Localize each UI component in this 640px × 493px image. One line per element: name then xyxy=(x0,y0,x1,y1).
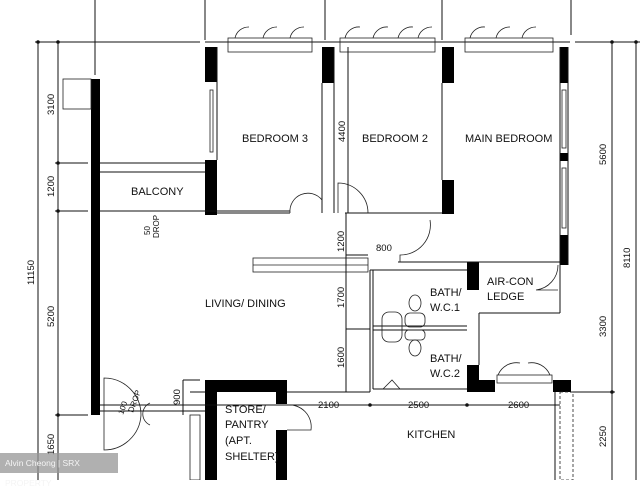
room-balcony: BALCONY xyxy=(131,186,184,198)
dim-5200: 5200 xyxy=(46,306,57,327)
dim-1700: 1700 xyxy=(336,287,347,308)
dim-5600: 5600 xyxy=(598,144,609,165)
room-store-line3: (APT. xyxy=(225,435,252,447)
balcony-drop-value: 50 xyxy=(143,226,152,235)
room-bath-1-line2: W.C.1 xyxy=(430,302,460,314)
sanitary-fittings xyxy=(381,294,426,357)
dim-3100: 3100 xyxy=(46,94,57,115)
dim-2500: 2500 xyxy=(408,400,429,411)
interior-dimension-lines xyxy=(100,47,560,415)
dim-1600: 1600 xyxy=(336,347,347,368)
room-bedroom-3: BEDROOM 3 xyxy=(242,133,308,145)
room-aircon-ledge-line1: AIR-CON xyxy=(487,276,534,288)
room-aircon-ledge-line2: LEDGE xyxy=(487,291,524,303)
dim-2600: 2600 xyxy=(508,400,529,411)
dim-800: 800 xyxy=(376,243,392,254)
room-store-line2: PANTRY xyxy=(225,419,269,431)
dim-4400: 4400 xyxy=(337,121,348,142)
room-bedroom-2: BEDROOM 2 xyxy=(362,133,428,145)
room-kitchen: KITCHEN xyxy=(407,429,455,441)
room-bath-2-line2: W.C.2 xyxy=(430,368,460,380)
watermark: Alvin Cheong | SRX PROPERTY xyxy=(0,453,118,488)
room-bath-2-line1: BATH/ xyxy=(430,353,463,365)
dim-2250: 2250 xyxy=(598,426,609,447)
dim-2100: 2100 xyxy=(318,400,339,411)
windows xyxy=(62,26,554,384)
dim-1200-left: 1200 xyxy=(46,176,57,197)
room-living-dining: LIVING/ DINING xyxy=(205,298,286,310)
walls xyxy=(91,41,574,480)
floor-plan: 3100 1200 11150 5200 1650 5600 8110 3300… xyxy=(26,0,640,480)
dim-900: 900 xyxy=(172,389,183,405)
top-dimension-lines xyxy=(35,0,640,75)
room-bath-1-line1: BATH/ xyxy=(430,287,463,299)
entrance-drop-value: 100 xyxy=(116,400,129,416)
dim-3300: 3300 xyxy=(598,316,609,337)
balcony-drop-label: DROP xyxy=(152,215,161,238)
dim-1650: 1650 xyxy=(46,434,57,455)
dim-11150: 11150 xyxy=(26,260,37,285)
room-main-bedroom: MAIN BEDROOM xyxy=(465,133,552,145)
room-store-line4: SHELTER) xyxy=(225,451,279,463)
left-dimension-lines xyxy=(36,40,88,480)
dim-1200-corridor: 1200 xyxy=(336,231,347,252)
dim-8110: 8110 xyxy=(622,248,633,268)
right-dimension-lines xyxy=(570,40,638,480)
room-store-line1: STORE/ xyxy=(225,404,267,416)
